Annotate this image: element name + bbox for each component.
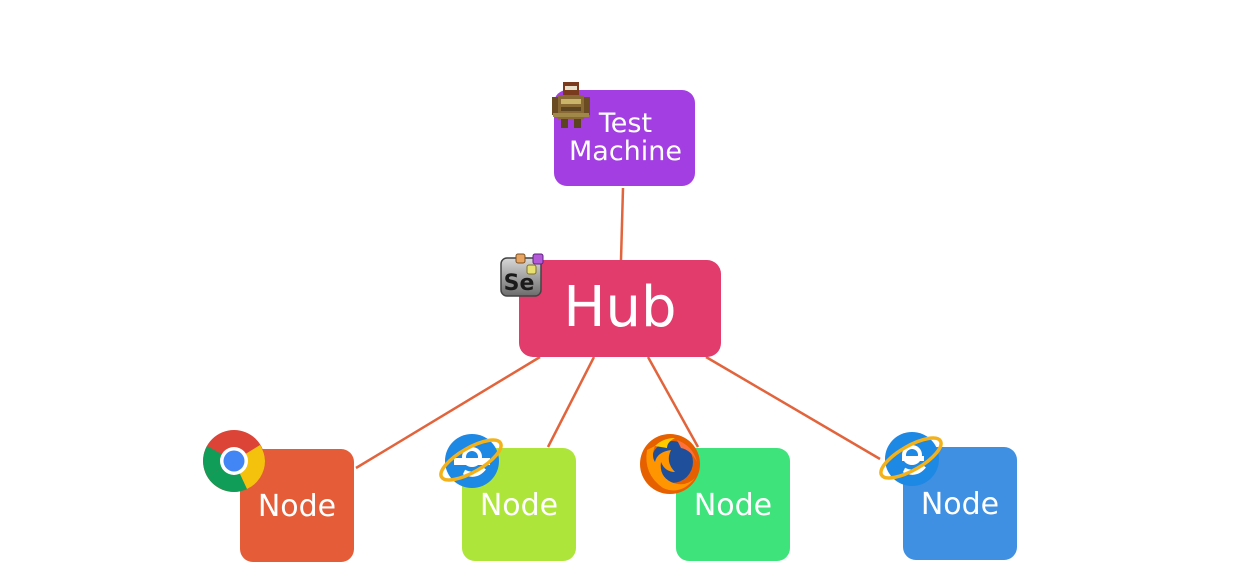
connector-hub-node3 bbox=[646, 356, 700, 448]
selenium-icon-text: Se bbox=[504, 271, 535, 296]
node-label-4: Node bbox=[920, 486, 1000, 522]
hub-box: Hub bbox=[519, 260, 721, 357]
robot-icon bbox=[552, 82, 590, 128]
chrome-icon bbox=[203, 430, 265, 492]
node-label-1: Node bbox=[257, 488, 337, 524]
connector-testmachine-hub bbox=[619, 187, 625, 261]
node-label-2: Node bbox=[479, 487, 559, 523]
internet-explorer-icon bbox=[439, 434, 503, 488]
internet-explorer-icon bbox=[879, 432, 943, 486]
firefox-icon bbox=[640, 434, 700, 494]
hub-label: Hub bbox=[563, 275, 677, 341]
connector-hub-node4 bbox=[705, 355, 881, 461]
connector-hub-node1 bbox=[355, 355, 541, 470]
node-box-2: Node bbox=[462, 448, 576, 561]
selenium-icon: Se bbox=[500, 253, 544, 297]
node-label-3: Node bbox=[693, 487, 773, 523]
test-machine-label: Test Machine bbox=[568, 107, 683, 167]
connector-hub-node2 bbox=[546, 356, 596, 448]
